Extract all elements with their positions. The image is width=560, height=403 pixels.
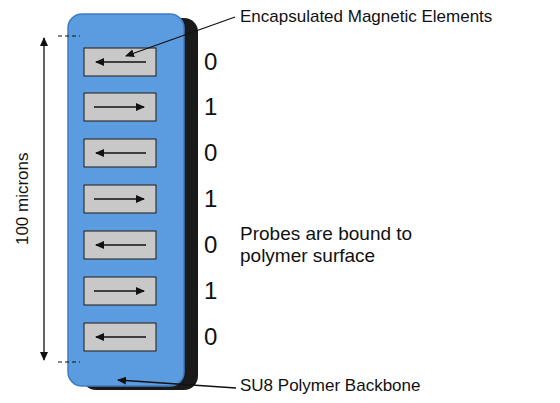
bit-value: 0 xyxy=(204,231,217,259)
magnetization-arrow xyxy=(94,290,144,292)
magnetization-arrow xyxy=(94,198,144,200)
magnetization-arrow xyxy=(94,106,144,108)
note-text: Probes are bound to polymer surface xyxy=(240,223,440,267)
magnetic-element xyxy=(84,139,156,167)
magnetic-element xyxy=(84,93,156,121)
extension-line xyxy=(58,361,80,362)
dimension-label: 100 microns xyxy=(12,153,32,246)
magnetic-element xyxy=(84,323,156,351)
magnetization-arrow xyxy=(96,152,146,154)
magnetization-arrow xyxy=(96,244,146,246)
magnetic-elements xyxy=(84,48,156,351)
magnetic-element xyxy=(84,48,156,76)
bit-value: 1 xyxy=(204,277,217,305)
bit-value: 0 xyxy=(204,48,217,76)
bit-value: 0 xyxy=(204,323,217,351)
bit-value: 0 xyxy=(204,139,217,167)
dimension-line xyxy=(43,38,44,360)
extension-line xyxy=(58,35,80,36)
leader-line xyxy=(118,380,236,388)
bit-value: 1 xyxy=(204,185,217,213)
magnetization-arrow xyxy=(96,336,146,338)
magnetic-element xyxy=(84,277,156,305)
callout-label: SU8 Polymer Backbone xyxy=(240,376,420,396)
callout-label: Encapsulated Magnetic Elements xyxy=(240,7,492,27)
magnetic-element xyxy=(84,231,156,259)
leader-line xyxy=(126,17,235,56)
su8-backbone xyxy=(68,14,184,386)
bit-value: 1 xyxy=(204,93,217,121)
magnetic-element xyxy=(84,185,156,213)
magnetization-arrow xyxy=(96,61,146,63)
